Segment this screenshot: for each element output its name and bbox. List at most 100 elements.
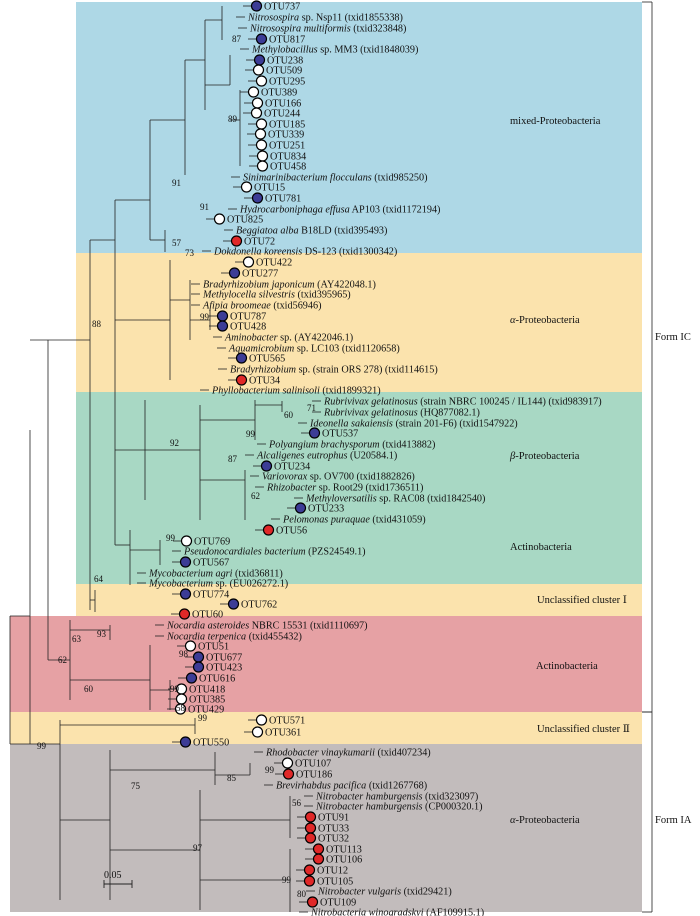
leaf-label: OTU34 [249, 376, 280, 387]
otu-marker-white [255, 75, 268, 87]
leaf-label: Variovorax sp. OV700 (txid1882826) [262, 472, 415, 483]
leaf-label: Mycobacterium agri (txid36811) [148, 569, 283, 580]
otu-marker-white [184, 640, 197, 652]
clade-labels: mixed-Proteobacteria α-Proteobacteria β-Pr… [509, 116, 630, 826]
otu-marker-white [252, 64, 265, 76]
otu-marker-white [256, 160, 269, 172]
clade-band-0 [76, 2, 642, 253]
clade-band-2 [76, 392, 642, 516]
bootstrap-value: 91 [172, 178, 181, 188]
leaf-label: Rubrivivax gelatinosus (HQ877082.1) [323, 408, 480, 419]
bootstrap-value: 99 [198, 713, 208, 723]
otu-marker-red [230, 235, 243, 247]
otu-marker-white [242, 256, 255, 268]
leaf-label: OTU107 [295, 759, 331, 770]
otu-marker-white [254, 128, 267, 140]
leaf-label: OTU537 [322, 429, 358, 440]
otu-marker-white [240, 181, 253, 193]
clade-band-6 [10, 712, 642, 744]
leaf-label: OTU774 [193, 590, 229, 601]
bootstrap-value: 80 [297, 889, 307, 899]
clade-label-1: α-Proteobacteria [510, 315, 580, 326]
otu-marker-blue [253, 54, 266, 66]
scale-bar: 0.05 [103, 870, 133, 888]
leaf-label: OTU787 [230, 312, 266, 323]
leaf-label: OTU389 [261, 88, 297, 99]
leaf-label: OTU233 [308, 504, 344, 515]
bootstrap-value: 62 [58, 655, 67, 665]
leaf-label: OTU737 [264, 2, 300, 13]
otu-marker-white [255, 714, 268, 726]
leaf-label: Sinimarinibacterium flocculans (txid9852… [243, 173, 428, 184]
leaf-label: Methylobacillus sp. MM3 (txid1848039) [251, 45, 418, 56]
leaf-label: OTU385 [189, 695, 225, 706]
clade-label-5: Actinobacteria [536, 661, 598, 672]
otu-marker-red [304, 822, 317, 834]
leaf-label: OTU166 [265, 99, 301, 110]
otu-marker-blue [192, 661, 205, 673]
bootstrap-value: 92 [170, 438, 179, 448]
otu-marker-blue [255, 33, 268, 45]
leaf-label: OTU186 [296, 770, 332, 781]
leaf-label: Bradyrhizobium sp. (strain ORS 278) (txi… [230, 365, 438, 376]
scale-bar-label: 0.05 [104, 870, 122, 881]
leaf-label: OTU458 [270, 162, 306, 173]
bootstrap-value: 87 [228, 454, 238, 464]
leaf-label: OTU32 [318, 834, 349, 845]
leaf-label: Dokdonella koreensis DS-123 (txid1300342… [213, 247, 397, 258]
leaf-label: Nocardia terpenica (txid455432) [166, 632, 302, 643]
leaf-label: Ideonella sakaiensis (strain 201-F6) (tx… [309, 419, 518, 430]
leaf-label: OTU817 [269, 35, 305, 46]
bootstrap-value: 99 [170, 684, 180, 694]
clade-label-0: mixed-Proteobacteria [510, 116, 601, 127]
leaf-label: OTU677 [206, 653, 242, 664]
leaf-label: OTU33 [318, 824, 349, 835]
clade-label-2: β-Proteobacteria [509, 451, 580, 462]
bootstrap-value: 99 [200, 312, 210, 322]
otu-marker-blue [227, 598, 240, 610]
otu-marker-red [282, 768, 295, 780]
leaf-label: OTU12 [317, 866, 348, 877]
otu-marker-red [235, 374, 248, 386]
otu-marker-white [256, 150, 269, 162]
leaf-label: Rubrivivax gelatinosus (strain NBRC 1002… [323, 397, 602, 408]
leaf-label: OTU234 [274, 462, 310, 473]
leaf-label: OTU185 [269, 120, 305, 131]
leaf-label: OTU60 [192, 610, 223, 621]
bootstrap-value: 58 [176, 703, 186, 713]
otu-marker-white [255, 139, 268, 151]
bootstrap-value: 89 [228, 114, 238, 124]
leaf-label: Rhodobacter vinaykumarii (txid407234) [265, 748, 431, 759]
otu-marker-blue [216, 310, 229, 322]
leaf-label: Pseudonocardiales bacterium (PZS24549.1) [183, 547, 366, 558]
leaf-label: Aquamicrobium sp. LC103 (txid1120658) [228, 344, 400, 355]
otu-marker-blue [179, 588, 192, 600]
leaf-label: OTU834 [270, 152, 306, 163]
leaf-label: Mycobacterium sp. (EU026272.1) [148, 579, 288, 590]
otu-marker-white [281, 757, 294, 769]
bootstrap-value: 99 [166, 533, 176, 543]
bootstrap-value: 99 [246, 429, 256, 439]
otu-marker-red [306, 896, 319, 908]
clade-label-7: α-Proteobacteria [510, 815, 580, 826]
otu-marker-red [304, 811, 317, 823]
form-ia-label: Form IA [655, 815, 692, 826]
leaf-label: OTU106 [326, 855, 362, 866]
leaf-label: OTU423 [206, 663, 242, 674]
leaf-label: OTU105 [317, 877, 353, 888]
otu-marker-blue [216, 320, 229, 332]
bootstrap-value: 60 [284, 410, 294, 420]
bootstrap-value: 91 [200, 202, 209, 212]
leaf-label: Afipia broomeae (txid56946) [202, 301, 321, 312]
leaf-label: OTU550 [193, 738, 229, 749]
otu-marker-white [247, 86, 260, 98]
otu-marker-blue [294, 502, 307, 514]
otu-marker-blue [185, 672, 198, 684]
bootstrap-value: 97 [193, 843, 203, 853]
otu-marker-blue [179, 736, 192, 748]
leaf-label: OTU429 [188, 705, 224, 716]
leaf-label: Nocardia asteroides NBRC 15531 (txid1110… [166, 621, 368, 632]
leaf-label: OTU422 [256, 258, 292, 269]
leaf-label: Methyloversatilis sp. RAC08 (txid1842540… [305, 494, 485, 505]
otu-marker-blue [250, 0, 263, 12]
